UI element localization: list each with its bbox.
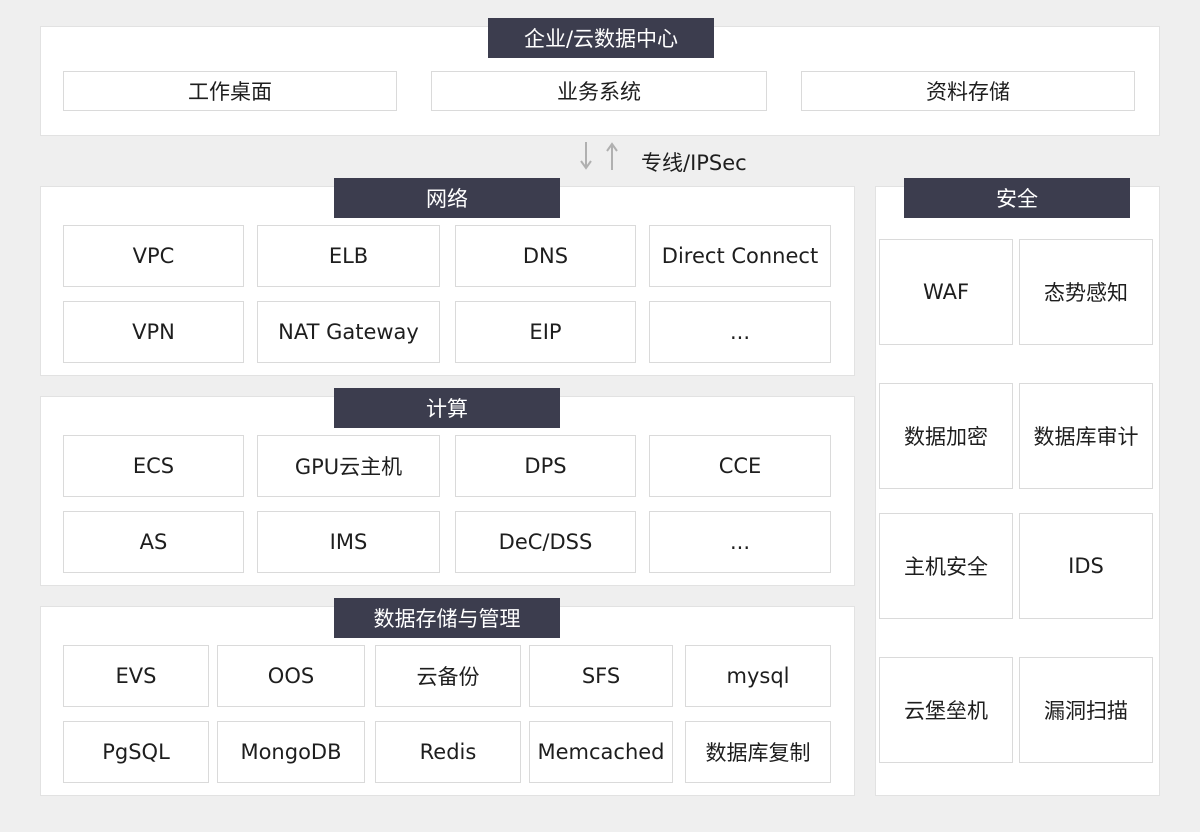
compute-title: 计算 bbox=[334, 388, 560, 428]
storage-item-redis: Redis bbox=[375, 721, 521, 783]
network-item-more: ... bbox=[649, 301, 831, 363]
storage-item-evs: EVS bbox=[63, 645, 209, 707]
security-item-ids: IDS bbox=[1019, 513, 1153, 619]
security-item-situation-awareness: 态势感知 bbox=[1019, 239, 1153, 345]
compute-item-gpu: GPU云主机 bbox=[257, 435, 440, 497]
security-item-host-security: 主机安全 bbox=[879, 513, 1013, 619]
security-item-db-audit: 数据库审计 bbox=[1019, 383, 1153, 489]
network-item-direct-connect: Direct Connect bbox=[649, 225, 831, 287]
datacenter-item-desktop: 工作桌面 bbox=[63, 71, 397, 111]
arrow-up-icon bbox=[606, 142, 618, 170]
security-title: 安全 bbox=[904, 178, 1130, 218]
compute-item-dec-dss: DeC/DSS bbox=[455, 511, 636, 573]
storage-title: 数据存储与管理 bbox=[334, 598, 560, 638]
storage-item-mysql: mysql bbox=[685, 645, 831, 707]
storage-item-memcached: Memcached bbox=[529, 721, 673, 783]
storage-item-backup: 云备份 bbox=[375, 645, 521, 707]
network-item-vpn: VPN bbox=[63, 301, 244, 363]
compute-item-dps: DPS bbox=[455, 435, 636, 497]
compute-item-as: AS bbox=[63, 511, 244, 573]
datacenter-item-storage: 资料存储 bbox=[801, 71, 1135, 111]
storage-item-db-replication: 数据库复制 bbox=[685, 721, 831, 783]
network-item-dns: DNS bbox=[455, 225, 636, 287]
datacenter-item-business: 业务系统 bbox=[431, 71, 767, 111]
connection-label: 专线/IPSec bbox=[641, 151, 747, 175]
compute-item-more: ... bbox=[649, 511, 831, 573]
network-item-vpc: VPC bbox=[63, 225, 244, 287]
storage-item-mongodb: MongoDB bbox=[217, 721, 365, 783]
security-item-vuln-scan: 漏洞扫描 bbox=[1019, 657, 1153, 763]
network-title: 网络 bbox=[334, 178, 560, 218]
storage-item-sfs: SFS bbox=[529, 645, 673, 707]
datacenter-title: 企业/云数据中心 bbox=[488, 18, 714, 58]
network-item-nat-gateway: NAT Gateway bbox=[257, 301, 440, 363]
storage-item-pgsql: PgSQL bbox=[63, 721, 209, 783]
storage-item-oos: OOS bbox=[217, 645, 365, 707]
compute-item-ecs: ECS bbox=[63, 435, 244, 497]
compute-item-ims: IMS bbox=[257, 511, 440, 573]
security-item-data-encryption: 数据加密 bbox=[879, 383, 1013, 489]
security-item-waf: WAF bbox=[879, 239, 1013, 345]
network-item-elb: ELB bbox=[257, 225, 440, 287]
compute-item-cce: CCE bbox=[649, 435, 831, 497]
security-item-bastion: 云堡垒机 bbox=[879, 657, 1013, 763]
network-item-eip: EIP bbox=[455, 301, 636, 363]
arrow-down-icon bbox=[580, 142, 592, 170]
